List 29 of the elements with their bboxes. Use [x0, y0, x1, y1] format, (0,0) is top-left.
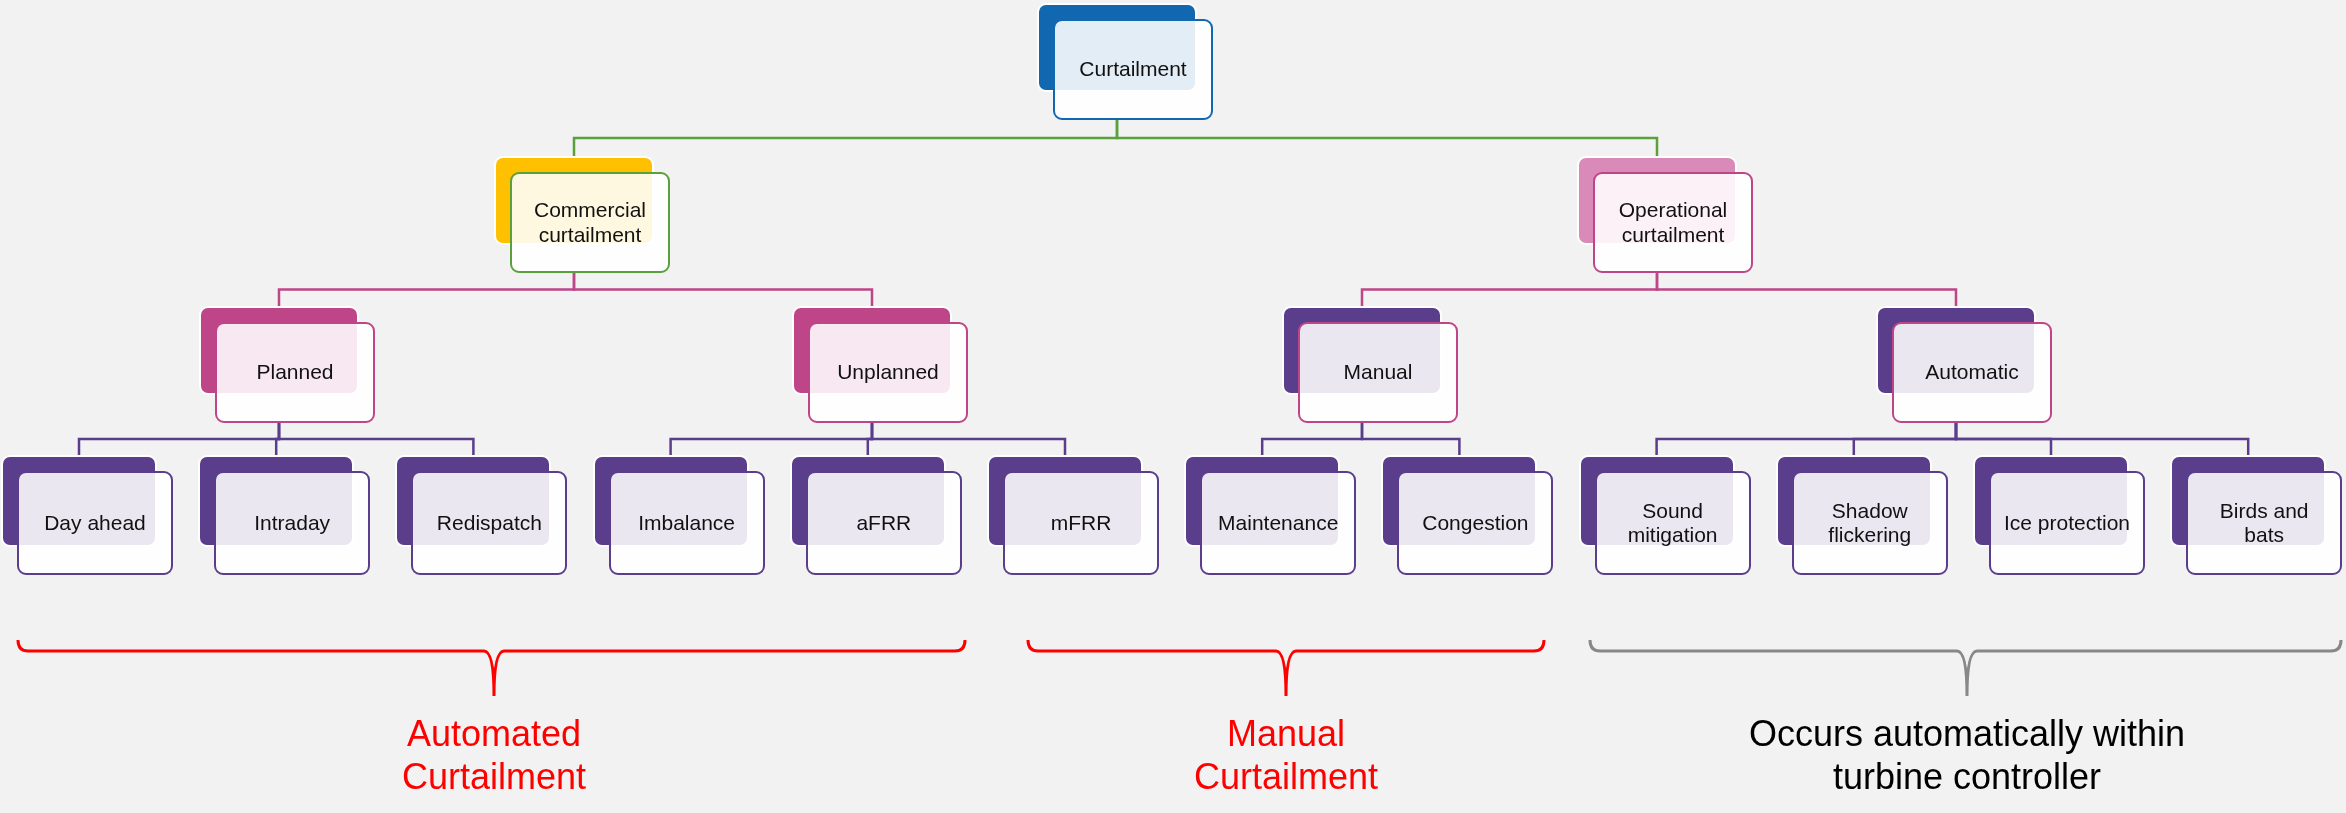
category-label: Planned — [256, 360, 334, 385]
connector-line — [277, 423, 475, 455]
category-label: aFRR — [856, 510, 912, 536]
category-label: Ice protection — [2003, 510, 2131, 536]
connector-line — [1954, 423, 2250, 455]
connector-line — [1115, 120, 1659, 156]
category-label: Redispatch — [436, 510, 542, 536]
category-label: Manual — [1343, 360, 1413, 385]
category-label: mFRR — [1050, 510, 1112, 536]
category-label: Automatic — [1925, 360, 2019, 385]
category-label: Imbalance — [638, 510, 736, 536]
connector-line — [1655, 273, 1958, 306]
category-label: Birds and bats — [2218, 498, 2310, 548]
category-label: Operational curtailment — [1617, 198, 1729, 247]
group-label: Manual Curtailment — [1192, 712, 1380, 799]
category-label: Commercial curtailment — [533, 198, 647, 247]
category-label: Unplanned — [837, 360, 939, 385]
category-label: Sound mitigation — [1626, 498, 1719, 548]
group-label: Automated Curtailment — [400, 712, 588, 799]
connector-line — [870, 423, 1067, 455]
category-label: Day ahead — [44, 510, 146, 536]
category-label: Congestion — [1422, 510, 1529, 536]
category-label: Curtailment — [1079, 57, 1187, 82]
category-label: Shadow flickering — [1827, 498, 1913, 548]
connector-line — [1360, 423, 1461, 455]
connector-line — [572, 273, 874, 306]
category-label: Maintenance — [1218, 510, 1339, 536]
group-label: Occurs automatically within turbine controller — [1747, 712, 2187, 799]
category-label: Intraday — [254, 510, 331, 536]
